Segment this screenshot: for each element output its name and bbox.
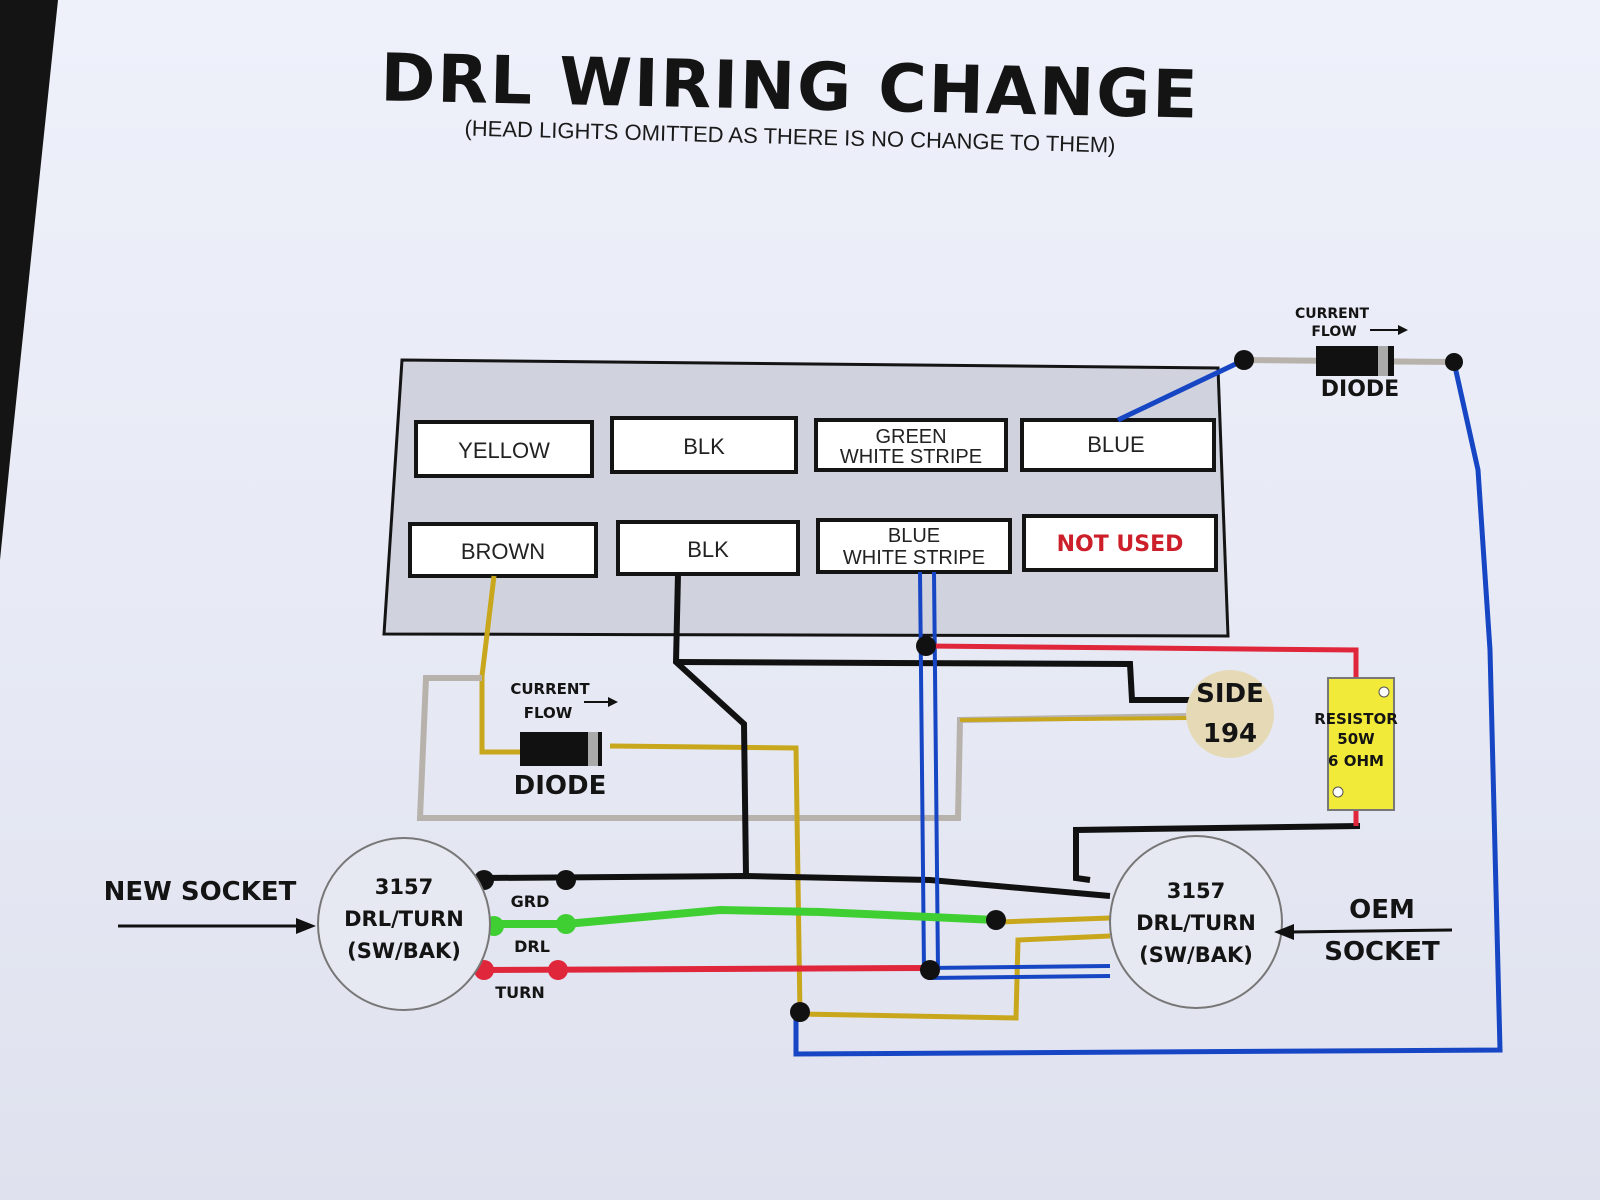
- pin-dot-turn-2: [548, 960, 568, 980]
- diode-left-band: [588, 732, 598, 766]
- oem-socket-line2: DRL/TURN: [1136, 911, 1256, 935]
- junction-diode-right: [1445, 353, 1463, 371]
- pin-label-green-stripe: WHITE STRIPE: [840, 446, 982, 468]
- diode-left-label: DIODE: [514, 771, 607, 801]
- pin-label-green: GREEN: [875, 426, 946, 448]
- diode-top-label: DIODE: [1321, 377, 1399, 402]
- pin-label-grd: GRD: [511, 892, 550, 911]
- new-socket-line1: 3157: [375, 875, 433, 899]
- side-bulb: [1186, 670, 1274, 758]
- pin-label-blk-top: BLK: [683, 434, 725, 459]
- pin-label-blue-stripe: WHITE STRIPE: [843, 547, 985, 569]
- pin-label-yellow: YELLOW: [458, 438, 550, 463]
- new-socket-line2: DRL/TURN: [344, 907, 464, 931]
- pin-label-turn: TURN: [495, 983, 545, 1002]
- pin-label-blue2: BLUE: [888, 525, 940, 547]
- junction-diode-left: [1234, 350, 1254, 370]
- wire-yellow-diode: [609, 743, 1111, 1021]
- wire-blue-to-diode: [1116, 357, 1246, 423]
- resistor-line1: RESISTOR: [1314, 710, 1398, 728]
- diode-left-arrowhead: [608, 697, 618, 707]
- pin-box-blk-bottom: [616, 520, 800, 576]
- wire-drl: [494, 905, 997, 928]
- wire-yellow-oem: [999, 915, 1111, 925]
- wire-blue-white-b: [932, 571, 940, 971]
- pin-dot-grd-2: [556, 870, 576, 890]
- wire-blue-oem-b: [927, 974, 1111, 980]
- diode-left-flow2: FLOW: [524, 704, 573, 722]
- pin-dot-drl-2: [556, 914, 576, 934]
- wire-black-side: [675, 659, 1196, 703]
- side-bulb-line2: 194: [1203, 719, 1257, 749]
- pin-box-blue-white: [816, 518, 1012, 574]
- pin-label-blue: BLUE: [1087, 432, 1144, 457]
- wire-red-resistor: [927, 643, 1359, 680]
- pin-box-green-white: [814, 418, 1008, 472]
- oem-socket-caption2: SOCKET: [1324, 937, 1440, 967]
- resistor-hole-bottom: [1332, 786, 1344, 798]
- junction-yellow-bottom: [790, 1002, 810, 1022]
- oem-socket-caption1: OEM: [1349, 895, 1415, 925]
- diode-top-flow2: FLOW: [1311, 324, 1356, 340]
- pin-label-blk-bottom: BLK: [687, 537, 729, 562]
- junction-turn-end: [920, 960, 940, 980]
- new-socket-circle: [317, 837, 491, 1011]
- new-socket-arrowhead: [296, 918, 316, 934]
- oem-socket-circle: [1109, 835, 1283, 1009]
- resistor-hole-top: [1378, 686, 1390, 698]
- oem-socket-arrowhead: [1274, 924, 1294, 940]
- oem-socket-arrow: [1289, 928, 1453, 934]
- pin-box-yellow: [414, 420, 594, 478]
- wire-grd: [483, 872, 1111, 899]
- oem-socket-line3: (SW/BAK): [1139, 943, 1253, 967]
- diode-top-arrowhead: [1398, 325, 1408, 335]
- pin-box-blk-top: [610, 416, 798, 474]
- junction-blue-red: [916, 636, 936, 656]
- wire-black-bottom: [672, 573, 749, 877]
- diode-top-band: [1378, 346, 1388, 376]
- new-socket-caption: NEW SOCKET: [104, 877, 297, 907]
- wire-black-oem-resistor: [1073, 823, 1361, 883]
- pin-label-drl: DRL: [514, 937, 550, 956]
- junction-drl-end: [986, 910, 1006, 930]
- wire-brown: [479, 575, 520, 755]
- pin-box-brown: [408, 522, 598, 578]
- resistor-line2: 50W: [1337, 730, 1375, 748]
- resistor-line3: 6 OHM: [1328, 752, 1384, 770]
- connector-housing: [382, 358, 1230, 638]
- wire-yellow-side: [959, 716, 1191, 722]
- wire-blue-oem-a: [927, 964, 1111, 970]
- pin-box-not-used: [1022, 514, 1218, 572]
- wire-blue-loop: [793, 361, 1503, 1057]
- diode-top-flow1: CURRENT: [1295, 306, 1369, 322]
- new-socket-line3: (SW/BAK): [347, 939, 461, 963]
- diode-left-flow1: CURRENT: [510, 680, 590, 698]
- pin-label-brown: BROWN: [461, 539, 545, 564]
- oem-socket-line1: 3157: [1167, 879, 1225, 903]
- side-bulb-line1: SIDE: [1196, 679, 1264, 709]
- pin-label-not-used: NOT USED: [1057, 532, 1184, 557]
